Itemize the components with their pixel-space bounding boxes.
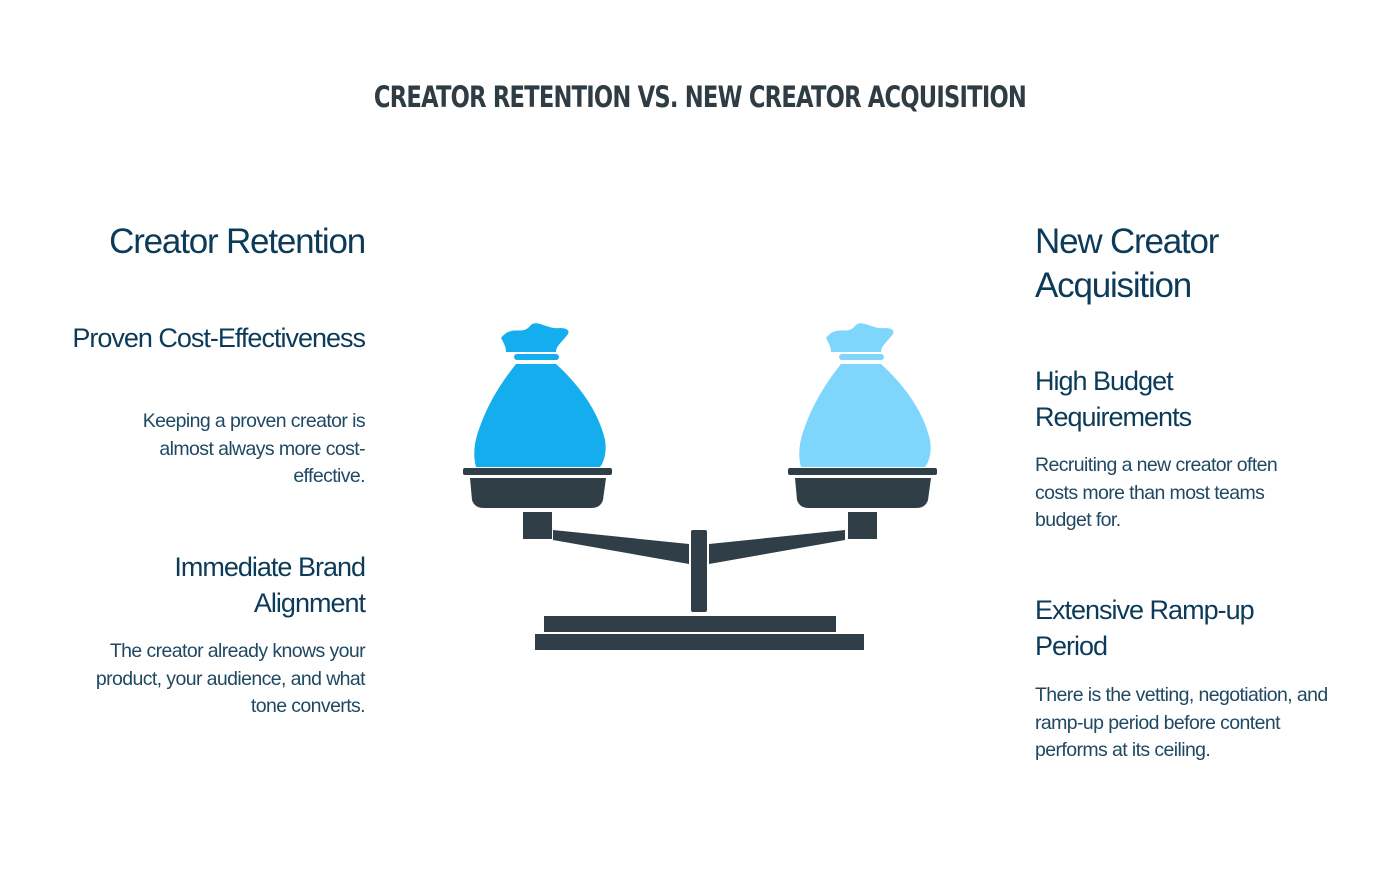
ramp-up-title: Extensive Ramp-up Period: [1035, 595, 1255, 661]
balance-scale-icon: [463, 323, 937, 650]
money-bag-icon: [474, 323, 606, 467]
proven-cost-desc-block: Keeping a proven creator is almost alway…: [115, 408, 366, 491]
pan-right: [795, 478, 931, 508]
ramp-up-block: Extensive Ramp-up Period: [1035, 592, 1285, 664]
proven-cost-block: Proven Cost-Effectiveness: [65, 320, 366, 356]
creator-retention-column: Creator Retention: [65, 220, 366, 264]
proven-cost-title: Proven Cost-Effectiveness: [72, 323, 366, 353]
scale-post: [691, 530, 707, 612]
high-budget-desc-block: Recruiting a new creator often costs mor…: [1035, 452, 1315, 535]
pan-connector-right: [848, 512, 877, 539]
new-creator-heading: New Creator Acquisition: [1035, 222, 1219, 305]
new-creator-column: New Creator Acquisition: [1035, 220, 1265, 308]
money-bag-icon: [799, 323, 931, 467]
ramp-up-desc: There is the vetting, negotiation, and r…: [1035, 684, 1328, 761]
proven-cost-desc: Keeping a proven creator is almost alway…: [142, 410, 366, 487]
page-title: CREATOR RETENTION VS. NEW CREATOR ACQUIS…: [373, 80, 1027, 114]
brand-alignment-block: Immediate Brand Alignment: [145, 549, 366, 621]
high-budget-block: High Budget Requirements: [1035, 363, 1235, 435]
pan-left: [470, 478, 606, 508]
pan-rim-right: [788, 468, 937, 475]
high-budget-desc: Recruiting a new creator often costs mor…: [1035, 454, 1278, 531]
pan-connector-left: [523, 512, 552, 539]
brand-alignment-desc-block: The creator already knows your product, …: [75, 638, 366, 721]
pan-rim-left: [463, 468, 612, 475]
scale-base-bottom: [535, 634, 864, 650]
scale-beam-left: [553, 530, 689, 564]
scale-base-top: [544, 616, 836, 632]
creator-retention-heading: Creator Retention: [109, 222, 366, 261]
brand-alignment-title: Immediate Brand Alignment: [174, 552, 366, 618]
brand-alignment-desc: The creator already knows your product, …: [95, 640, 366, 717]
ramp-up-desc-block: There is the vetting, negotiation, and r…: [1035, 682, 1335, 765]
high-budget-title: High Budget Requirements: [1035, 366, 1192, 432]
scale-beam-right: [709, 530, 845, 564]
